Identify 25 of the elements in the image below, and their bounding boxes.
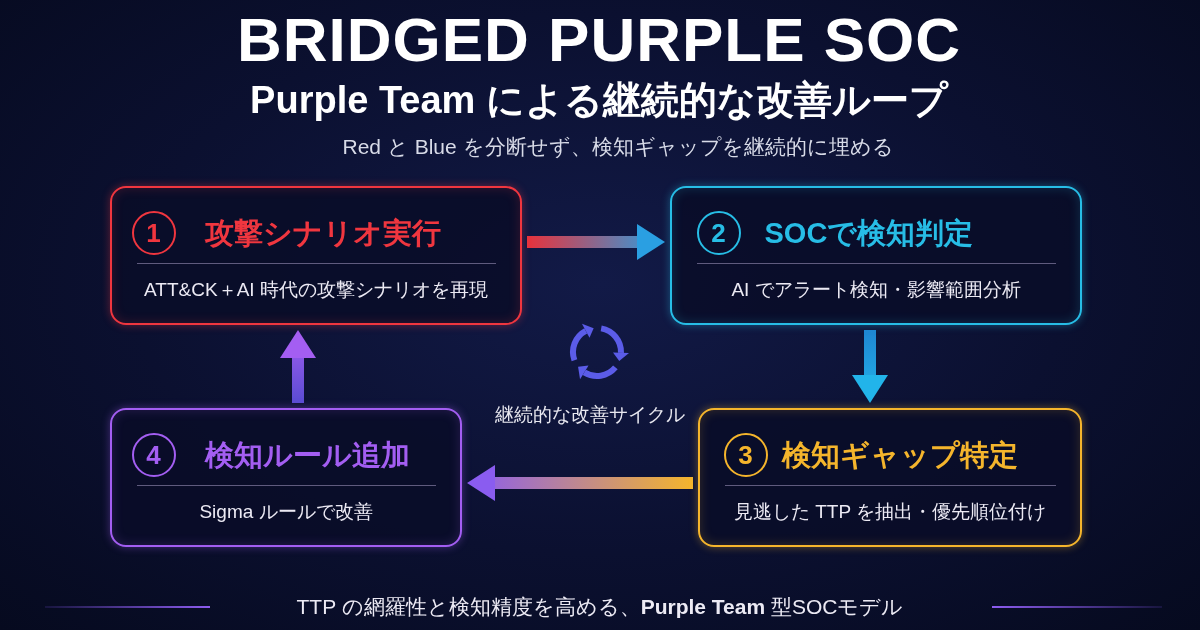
arrow — [467, 465, 693, 501]
step-heading: 検知ルール追加 — [204, 437, 410, 473]
step-description: AI でアラート検知・影響範囲分析 — [731, 277, 1021, 302]
step-box — [670, 186, 1082, 325]
step-description: 見逃した TTP を抽出・優先順位付け — [733, 499, 1047, 524]
step-heading: SOCで検知判定 — [764, 215, 974, 251]
subtitle: Purple Team による継続的な改善ループ — [250, 78, 948, 124]
step-box — [110, 186, 522, 325]
title: BRIDGED PURPLE SOC — [236, 9, 962, 71]
step-box — [110, 408, 462, 547]
arrow — [527, 224, 665, 260]
step-heading: 検知ギャップ特定 — [781, 437, 1018, 473]
arrow — [280, 330, 316, 403]
step-number: 1 — [131, 210, 176, 255]
tagline: Red と Blue を分断せず、検知ギャップを継続的に埋める — [342, 134, 894, 160]
step-heading: 攻撃シナリオ実行 — [204, 215, 441, 251]
arrow — [852, 330, 888, 403]
step-box — [698, 408, 1082, 547]
step-description: ATT&CK＋AI 時代の攻撃シナリオを再現 — [144, 277, 488, 302]
step-number: 4 — [131, 432, 176, 477]
cycle-label: 継続的な改善サイクル — [495, 403, 685, 427]
caption: TTP の網羅性と検知精度を高める、Purple Team 型SOCモデル — [296, 594, 904, 620]
step-number: 3 — [723, 432, 768, 477]
step-number: 2 — [696, 210, 741, 255]
step-description: Sigma ルールで改善 — [199, 499, 373, 524]
